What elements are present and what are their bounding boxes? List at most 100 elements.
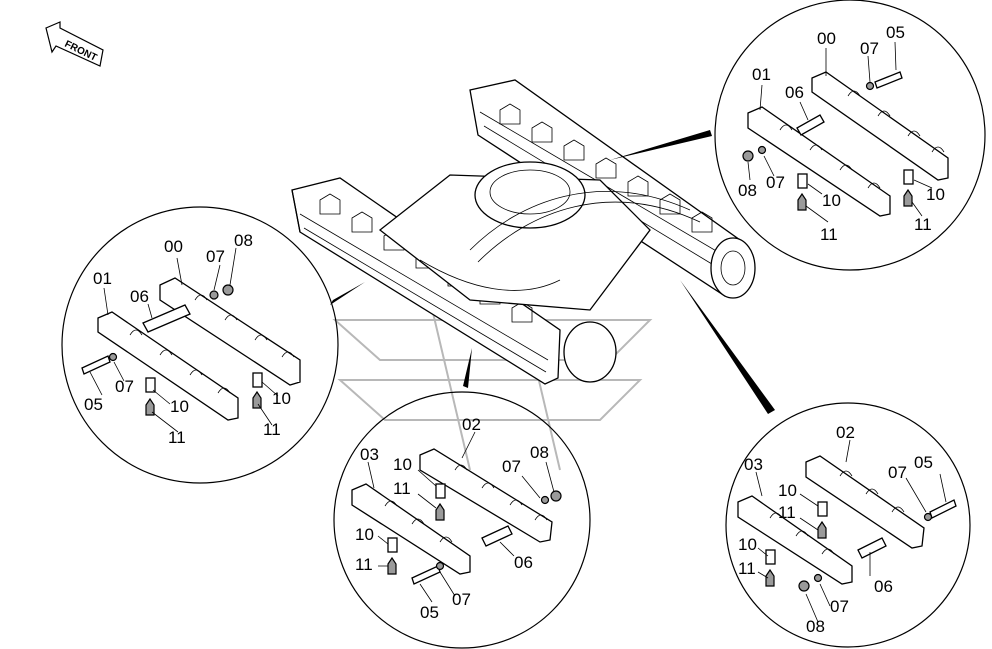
label-11-right: 11 bbox=[263, 420, 281, 439]
label-10-left: 10 bbox=[170, 397, 189, 416]
label-03: 03 bbox=[744, 455, 763, 474]
washer-07-bottom bbox=[757, 145, 767, 155]
bolt-11-top bbox=[435, 502, 445, 521]
label-10-right: 10 bbox=[926, 185, 945, 204]
label-10-left: 10 bbox=[822, 191, 841, 210]
rail-guard-03 bbox=[737, 495, 853, 585]
rail-guard-00 bbox=[159, 277, 301, 386]
washer-07-top bbox=[865, 81, 875, 91]
label-07-bottom: 07 bbox=[115, 377, 134, 396]
sprocket-housing bbox=[563, 321, 617, 383]
label-01: 01 bbox=[93, 269, 112, 288]
label-06: 06 bbox=[874, 577, 893, 596]
nut-08 bbox=[742, 150, 754, 162]
rail-guard-01 bbox=[747, 106, 891, 217]
label-07-bottom: 07 bbox=[766, 173, 785, 192]
pin-06 bbox=[481, 525, 513, 547]
label-07-top: 07 bbox=[502, 457, 521, 476]
spacer-10-left bbox=[797, 173, 808, 189]
label-03: 03 bbox=[360, 445, 379, 464]
label-06: 06 bbox=[130, 287, 149, 306]
center-body bbox=[378, 174, 651, 311]
label-05: 05 bbox=[886, 23, 905, 42]
rail-guard-02 bbox=[419, 448, 553, 543]
detail-circle-bottom-center bbox=[333, 391, 591, 649]
undercarriage-frame bbox=[291, 79, 756, 385]
label-10-bottom: 10 bbox=[355, 525, 374, 544]
callout-pointers bbox=[330, 130, 775, 414]
bolt-05 bbox=[411, 565, 441, 585]
detail-circle-top-right bbox=[714, 0, 986, 271]
label-07-bottom: 07 bbox=[830, 597, 849, 616]
label-01: 01 bbox=[752, 65, 771, 84]
bolt-11-left bbox=[145, 397, 155, 416]
bolt-11-top bbox=[817, 520, 827, 539]
washer-07-bottom bbox=[108, 352, 118, 362]
bolt-05 bbox=[929, 499, 957, 519]
label-06: 06 bbox=[785, 83, 804, 102]
idler-wheel bbox=[710, 237, 756, 299]
rail-guard-01 bbox=[97, 311, 239, 421]
bolt-11-right bbox=[252, 390, 262, 409]
detail-circle-left bbox=[61, 206, 339, 484]
detail-view-left: 00 07 08 01 06 05 07 10 10 11 11 bbox=[61, 206, 339, 484]
bolt-11-left bbox=[797, 192, 807, 211]
front-arrow-icon: FRONT bbox=[45, 21, 104, 67]
detail-view-top-right: 00 07 05 01 06 08 07 10 10 11 11 bbox=[714, 0, 986, 271]
detail-view-bottom-right: 02 03 07 05 10 11 10 11 06 07 08 bbox=[725, 402, 971, 648]
rail-guard-02 bbox=[805, 455, 925, 549]
detail-view-bottom-center: 02 03 10 11 07 08 10 11 06 05 07 bbox=[333, 391, 591, 649]
spacer-10-right bbox=[252, 372, 263, 388]
label-11-left: 11 bbox=[820, 225, 838, 244]
label-11-bottom: 11 bbox=[355, 555, 373, 574]
swing-bearing bbox=[474, 161, 586, 229]
pin-06 bbox=[142, 304, 191, 333]
washer-07-top bbox=[209, 290, 219, 300]
label-10-bottom: 10 bbox=[738, 535, 757, 554]
spacer-10-bottom bbox=[765, 549, 776, 565]
label-05: 05 bbox=[420, 603, 439, 622]
label-05: 05 bbox=[914, 453, 933, 472]
nut-08 bbox=[798, 580, 810, 592]
nut-08 bbox=[222, 284, 234, 296]
label-11-top: 11 bbox=[393, 479, 411, 498]
label-06: 06 bbox=[514, 553, 533, 572]
label-08: 08 bbox=[234, 231, 253, 250]
label-11-top: 11 bbox=[778, 503, 796, 522]
washer-07-top bbox=[923, 512, 933, 522]
label-08: 08 bbox=[806, 617, 825, 636]
label-10-right: 10 bbox=[272, 389, 291, 408]
right-frame-guards bbox=[499, 103, 713, 233]
spacer-10-bottom bbox=[387, 537, 398, 553]
label-08: 08 bbox=[530, 443, 549, 462]
nut-08 bbox=[550, 490, 562, 502]
spacer-10-left bbox=[145, 377, 156, 393]
bolt-11-right bbox=[903, 188, 913, 207]
pin-06 bbox=[857, 537, 887, 559]
label-07-bottom: 07 bbox=[452, 590, 471, 609]
bolt-05 bbox=[874, 71, 903, 89]
spacer-10-right bbox=[903, 169, 914, 185]
label-10-top: 10 bbox=[393, 455, 412, 474]
label-02: 02 bbox=[462, 415, 481, 434]
bolt-05 bbox=[81, 355, 111, 375]
bolt-11-bottom bbox=[765, 568, 775, 587]
label-08: 08 bbox=[738, 181, 757, 200]
label-07-top: 07 bbox=[888, 463, 907, 482]
washer-07-bottom bbox=[435, 561, 445, 571]
label-10-top: 10 bbox=[778, 481, 797, 500]
label-11-left: 11 bbox=[168, 428, 186, 447]
label-07-top: 07 bbox=[206, 247, 225, 266]
spacer-10-top bbox=[435, 483, 446, 499]
label-11-bottom: 11 bbox=[738, 559, 756, 578]
front-label: FRONT bbox=[63, 39, 99, 64]
label-00: 00 bbox=[817, 29, 836, 48]
washer-07-bottom bbox=[813, 573, 823, 583]
rail-guard-03 bbox=[351, 483, 471, 575]
bolt-11-bottom bbox=[387, 556, 397, 575]
label-05: 05 bbox=[84, 395, 103, 414]
washer-07-top bbox=[540, 495, 550, 505]
spacer-10-top bbox=[817, 501, 828, 517]
